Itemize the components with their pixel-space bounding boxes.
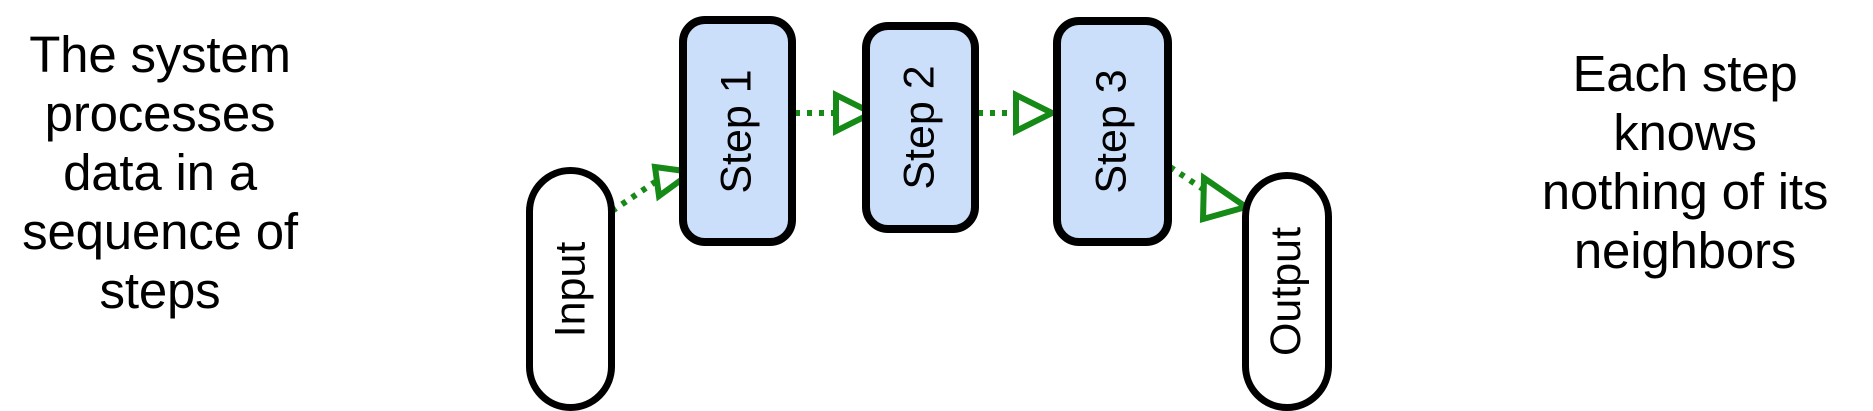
edge-step2-to-step3 [978,90,1059,136]
annotation-left: The system processes data in a sequence … [22,26,298,319]
edge-step3-to-output [1168,164,1253,223]
node-step-2-label: Step 2 [896,65,945,190]
node-step-2[interactable]: Step 2 [862,22,979,233]
node-output[interactable]: Output [1242,172,1332,411]
node-input[interactable]: Input [526,167,615,411]
node-input-label: Input [546,241,595,337]
node-step-3[interactable]: Step 3 [1053,17,1172,246]
edge-step1-to-step2 [795,90,879,136]
node-step-1[interactable]: Step 1 [679,16,796,246]
annotation-right: Each step knows nothing of its neighbors [1541,45,1829,279]
node-output-label: Output [1262,226,1311,357]
node-step-3-label: Step 3 [1088,69,1137,194]
node-step-1-label: Step 1 [713,68,762,194]
